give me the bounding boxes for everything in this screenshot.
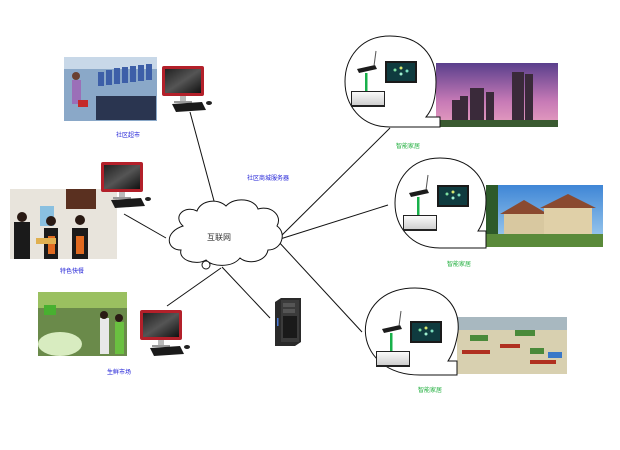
- home-label: 智能家居: [418, 386, 442, 394]
- internet-cloud: 互联网: [168, 199, 283, 270]
- link-server-internet: [221, 266, 271, 319]
- client-fastfood: 特色快餐: [10, 162, 151, 275]
- home-label: 智能家居: [447, 260, 471, 268]
- client-supermarket: 社区超市: [64, 57, 212, 139]
- internet-label: 互联网: [207, 233, 231, 242]
- server-label: 社区商城服务器: [247, 174, 289, 182]
- link-home2-internet: [276, 204, 389, 241]
- link-supermarket-internet: [189, 111, 218, 213]
- home-label: 智能家居: [396, 142, 420, 150]
- home-node-3: 智能家居: [364, 287, 567, 394]
- cloud-icon: [168, 199, 283, 266]
- home-node-1: 智能家居: [344, 35, 558, 150]
- home-node-2: 智能家居: [394, 157, 603, 268]
- desktop-computer-icon: [162, 66, 212, 112]
- tower-server-icon: [275, 298, 301, 346]
- client-freshmarket: 生鲜市场: [38, 292, 190, 376]
- freshmarket-label: 生鲜市场: [107, 368, 131, 376]
- link-home1-internet: [276, 127, 391, 241]
- fastfood-label: 特色快餐: [60, 267, 84, 275]
- link-home3-internet: [276, 239, 363, 333]
- supermarket-label: 社区超市: [116, 131, 140, 139]
- desktop-computer-icon: [140, 310, 190, 356]
- link-fastfood-internet: [123, 213, 167, 239]
- link-freshmarket-internet: [166, 267, 222, 307]
- connector-icon: [201, 260, 211, 270]
